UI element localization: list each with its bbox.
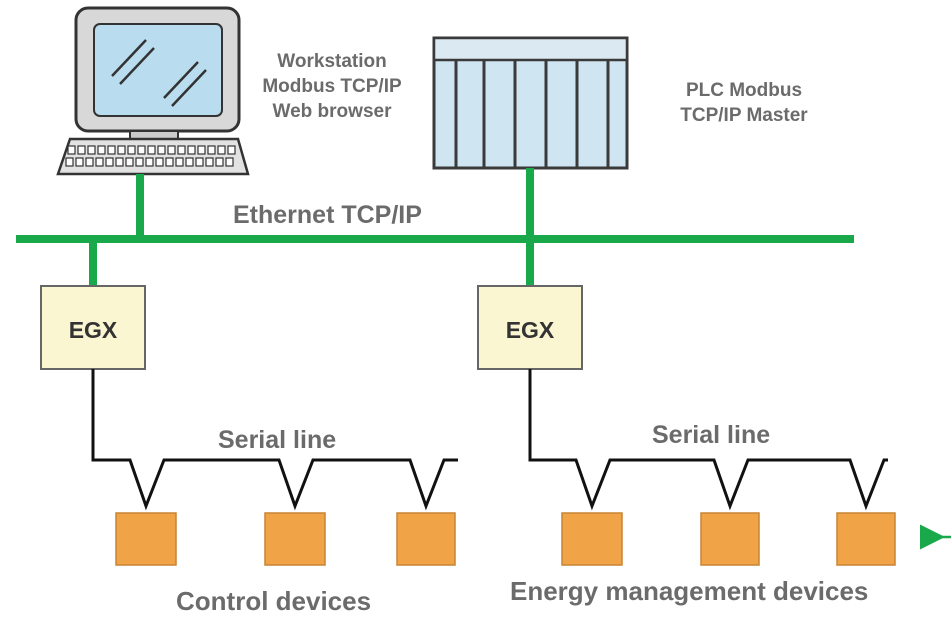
plc-top-strip — [432, 36, 629, 62]
computer-icon — [56, 6, 250, 176]
keyboard — [56, 137, 250, 176]
keyboard-key — [125, 157, 134, 167]
workstation-label: Workstation Modbus TCP/IP Web browser — [236, 49, 428, 124]
keyboard-key — [227, 145, 236, 155]
device-1-2 — [264, 512, 326, 566]
device-2-2 — [700, 512, 760, 566]
keyboard-key — [147, 145, 156, 155]
workstation-label-line-1: Workstation — [277, 51, 387, 72]
keyboard-key — [165, 157, 174, 167]
device-2-1 — [561, 512, 623, 566]
plc-label: PLC Modbus TCP/IP Master — [660, 78, 828, 128]
keyboard-key — [95, 157, 104, 167]
keyboard-key — [97, 145, 106, 155]
keyboard-key — [185, 157, 194, 167]
serial-line-1-label: Serial line — [218, 426, 337, 454]
keyboard-key — [75, 157, 84, 167]
keyboard-key — [225, 157, 234, 167]
keyboard-key — [105, 157, 114, 167]
keyboard-key — [127, 145, 136, 155]
plc-rack-icon — [432, 36, 629, 170]
keyboard-key — [187, 145, 196, 155]
keyboard-key — [217, 145, 226, 155]
plc-label-line-2: TCP/IP Master — [680, 105, 808, 126]
keyboard-key — [175, 157, 184, 167]
ethernet-network — [16, 168, 854, 286]
keyboard-key — [117, 145, 126, 155]
monitor-screen — [93, 23, 223, 117]
device-1-1 — [115, 512, 177, 566]
ethernet-label: Ethernet TCP/IP — [233, 201, 422, 229]
serial-line-2 — [528, 369, 888, 511]
keyboard-key — [177, 145, 186, 155]
keyboard-key — [85, 157, 94, 167]
gateway-egx-2-label: EGX — [506, 317, 555, 343]
keyboard-key — [135, 157, 144, 167]
serial-lines — [91, 369, 888, 511]
keyboard-key — [205, 157, 214, 167]
gateway-egx-1-label: EGX — [69, 317, 118, 343]
keyboard-key — [207, 145, 216, 155]
gateway-egx-2: EGX — [477, 285, 583, 370]
serial-line-1 — [91, 369, 458, 511]
keyboard-key — [77, 145, 86, 155]
device-2-3 — [836, 512, 896, 566]
keyboard-key — [115, 157, 124, 167]
device-1-3 — [396, 512, 456, 566]
keyboard-key — [87, 145, 96, 155]
keyboard-key — [157, 145, 166, 155]
gateway-egx-1: EGX — [40, 285, 146, 370]
keyboard-key — [155, 157, 164, 167]
control-devices-label: Control devices — [176, 586, 372, 616]
serial-line-2-label: Serial line — [652, 421, 771, 449]
keyboard-key — [167, 145, 176, 155]
workstation-label-line-2: Modbus TCP/IP — [262, 76, 402, 97]
keyboard-key — [195, 157, 204, 167]
keyboard-key — [145, 157, 154, 167]
keyboard-key — [67, 145, 76, 155]
energy-devices-label: Energy management devices — [510, 576, 869, 606]
plc-label-line-1: PLC Modbus — [685, 80, 803, 101]
keyboard-key — [197, 145, 206, 155]
keyboard-key — [65, 157, 74, 167]
keyboard-key — [215, 157, 224, 167]
keyboard-key — [137, 145, 146, 155]
workstation-label-line-3: Web browser — [272, 101, 392, 122]
keyboard-key — [107, 145, 116, 155]
